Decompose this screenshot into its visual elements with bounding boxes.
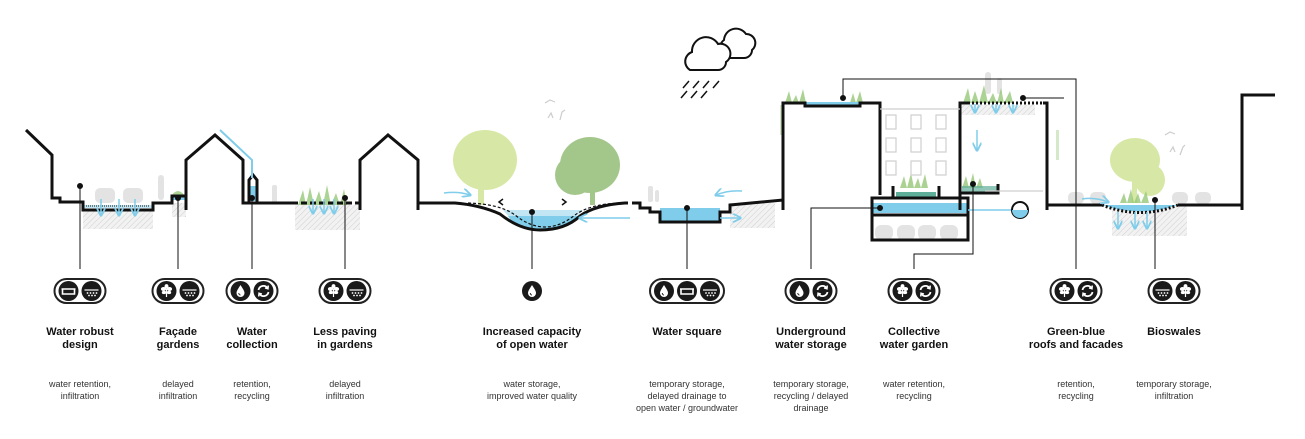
leader-line-collective-garden xyxy=(913,184,974,269)
leader-dot xyxy=(877,205,883,211)
measure-title-bioswales: Bioswales xyxy=(1147,326,1201,338)
measure-description-open-water: water storage, improved water quality xyxy=(486,379,578,401)
icon-badge-less-paving xyxy=(318,278,372,304)
leader-dot xyxy=(77,183,83,189)
recycle-icon xyxy=(1077,281,1098,301)
measure-title-water-square: Water square xyxy=(652,326,722,338)
measure-title-collective-garden: Collective water garden xyxy=(879,326,949,351)
birds xyxy=(544,99,1186,156)
measure-description-bioswales: temporary storage, infiltration xyxy=(1136,379,1212,401)
infiltration-icon xyxy=(1152,281,1173,301)
infiltration-icon xyxy=(81,281,102,301)
measure-title-green-blue-roofs: Green-blue roofs and facades xyxy=(1028,326,1124,351)
measure-description-water-robust-design: water retention, infiltration xyxy=(48,379,112,401)
leader-dot xyxy=(970,181,976,187)
leader-dot xyxy=(1020,95,1026,101)
recycle-icon xyxy=(812,281,833,301)
measure-description-facade-gardens: delayed infiltration xyxy=(158,379,198,401)
leader-dot xyxy=(1152,197,1158,203)
measure-title-facade-gardens: Façade gardens xyxy=(156,326,200,351)
measure-title-less-paving: Less paving in gardens xyxy=(313,326,377,351)
water-drop-icon xyxy=(230,281,251,301)
ground-profile xyxy=(24,93,1275,232)
icon-badge-water-robust-design xyxy=(53,278,107,304)
basin-icon xyxy=(677,281,697,301)
leader-dot xyxy=(175,195,181,201)
infiltration-icon xyxy=(700,281,720,301)
plant-icon xyxy=(1175,281,1196,301)
vegetation xyxy=(170,85,1149,205)
black-arrowheads xyxy=(497,198,568,206)
infiltration-icon xyxy=(346,281,367,301)
leader-dot xyxy=(249,195,255,201)
icon-badge-facade-gardens xyxy=(151,278,205,304)
plant-icon xyxy=(156,281,177,301)
measure-title-water-collection: Water collection xyxy=(226,326,278,351)
leader-dot xyxy=(529,209,535,215)
measure-description-green-blue-roofs: retention, recycling xyxy=(1057,379,1095,401)
plant-icon xyxy=(323,281,344,301)
leader-line-underground-storage xyxy=(810,207,880,269)
recycle-icon xyxy=(253,281,274,301)
basin-icon xyxy=(58,281,79,301)
icon-badge-water-collection xyxy=(225,278,279,304)
icon-badge-open-water xyxy=(522,278,542,304)
leader-line-green-blue-roofs xyxy=(842,78,1077,269)
plant-icon xyxy=(1054,281,1075,301)
measure-title-underground-storage: Underground water storage xyxy=(775,326,847,351)
leader-dot xyxy=(342,195,348,201)
building-windows xyxy=(880,108,1043,192)
plant-icon xyxy=(892,281,913,301)
leader-dot xyxy=(840,95,846,101)
rain-cloud-icon xyxy=(680,27,757,99)
measure-description-underground-storage: temporary storage, recycling / delayed d… xyxy=(773,379,849,413)
water-drop-icon xyxy=(654,281,674,301)
icon-badge-bioswales xyxy=(1147,278,1201,304)
background-silhouettes xyxy=(95,72,1211,240)
leader-dot xyxy=(684,205,690,211)
icon-badge-water-square xyxy=(649,278,725,304)
measure-title-water-robust-design: Water robust design xyxy=(46,326,114,351)
water-drop-icon xyxy=(789,281,810,301)
pipe-outlet xyxy=(1011,201,1029,219)
measure-description-water-collection: retention, recycling xyxy=(233,379,271,401)
leader-lines xyxy=(77,78,1158,269)
icon-badge-underground-storage xyxy=(784,278,838,304)
infiltration-icon xyxy=(179,281,200,301)
trees xyxy=(453,130,1165,205)
measure-title-open-water: Increased capacity of open water xyxy=(482,326,582,351)
recycle-icon xyxy=(915,281,936,301)
measure-description-less-paving: delayed infiltration xyxy=(325,379,365,401)
icon-badge-collective-garden xyxy=(887,278,941,304)
measure-description-water-square: temporary storage, delayed drainage to o… xyxy=(635,379,739,413)
measure-description-collective-garden: water retention, recycling xyxy=(882,379,946,401)
water-flow-arrows xyxy=(101,104,1147,228)
water-drop-icon xyxy=(522,281,542,301)
icon-badge-green-blue-roofs xyxy=(1049,278,1103,304)
